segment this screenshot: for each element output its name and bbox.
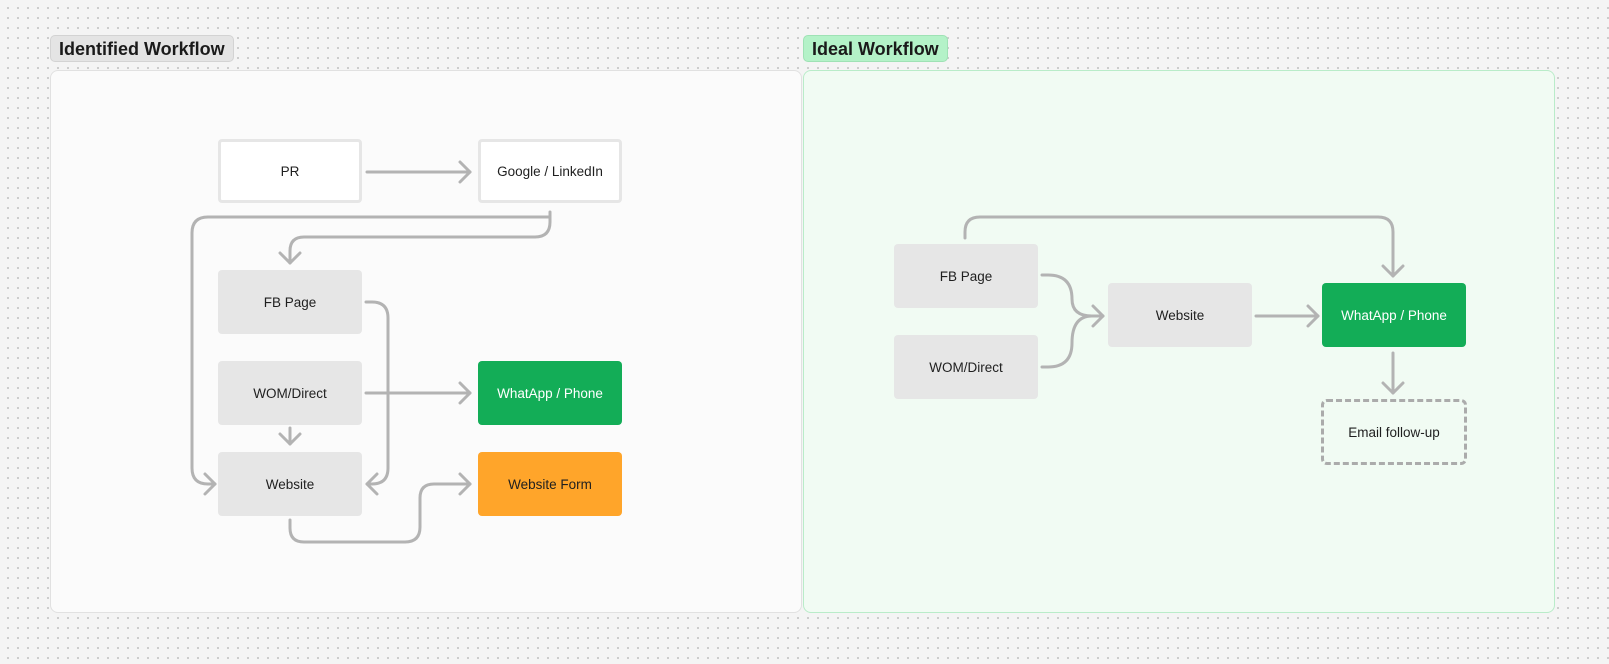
identified-workflow-panel	[50, 70, 802, 613]
node-ideal-website[interactable]: Website	[1108, 283, 1252, 347]
node-ideal-whatsapp-phone[interactable]: WhatApp / Phone	[1322, 283, 1466, 347]
ideal-workflow-title: Ideal Workflow	[803, 35, 948, 62]
node-wom-direct[interactable]: WOM/Direct	[218, 361, 362, 425]
node-fb-page[interactable]: FB Page	[218, 270, 362, 334]
node-website-form[interactable]: Website Form	[478, 452, 622, 516]
node-pr[interactable]: PR	[218, 139, 362, 203]
node-google-linkedin[interactable]: Google / LinkedIn	[478, 139, 622, 203]
node-ideal-email-followup[interactable]: Email follow-up	[1321, 399, 1467, 465]
node-website[interactable]: Website	[218, 452, 362, 516]
node-ideal-fb-page[interactable]: FB Page	[894, 244, 1038, 308]
node-whatsapp-phone[interactable]: WhatApp / Phone	[478, 361, 622, 425]
identified-workflow-title: Identified Workflow	[50, 35, 234, 62]
node-ideal-wom-direct[interactable]: WOM/Direct	[894, 335, 1038, 399]
